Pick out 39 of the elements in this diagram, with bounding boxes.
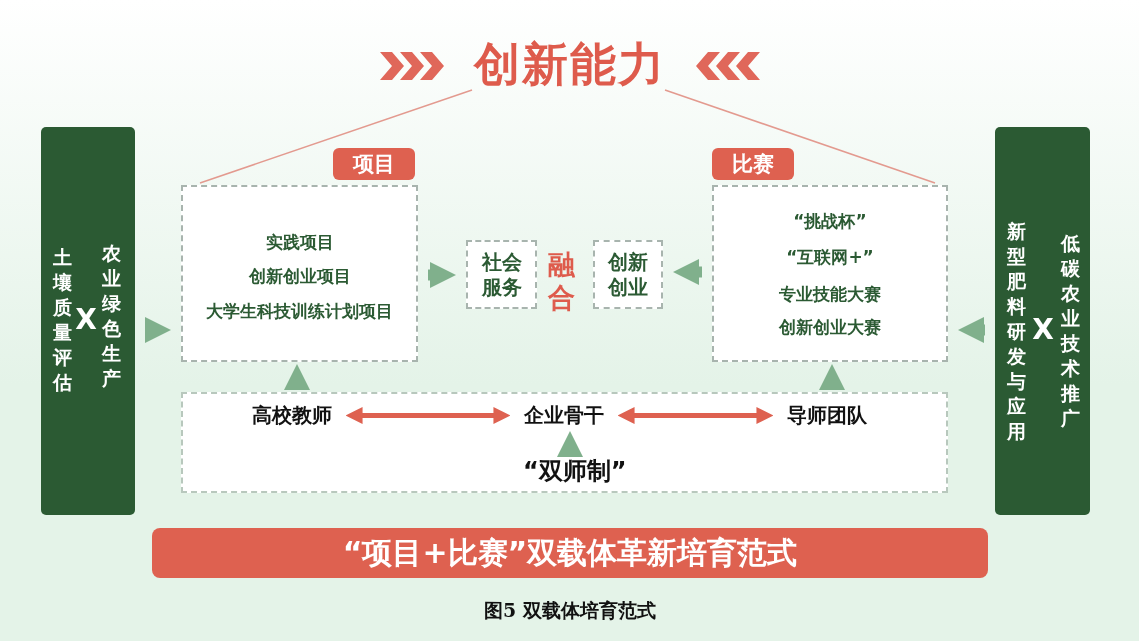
side-panel bbox=[995, 127, 1090, 515]
side-panel bbox=[41, 127, 135, 515]
panel-text: 低碳农业技术推广 bbox=[1060, 231, 1080, 431]
arrow bbox=[819, 364, 845, 390]
arrow bbox=[284, 364, 310, 390]
panel-text: 农业绿色生产 bbox=[101, 241, 121, 391]
list-item: 专业技能大赛 bbox=[778, 283, 882, 306]
caption: 图5 双载体培育范式 bbox=[483, 598, 657, 623]
arrow bbox=[345, 407, 511, 424]
panel-text: 土壤质量评估 bbox=[52, 245, 72, 395]
list-item: “挑战杯” bbox=[792, 210, 868, 233]
arrow bbox=[145, 317, 171, 343]
list-item: 大学生科技训练计划项目 bbox=[205, 300, 394, 323]
title-banner: “项目+比赛”双载体革新培育范式 bbox=[152, 528, 988, 578]
panel-text: 新型肥料研发与应用 bbox=[1006, 219, 1026, 444]
dashed-frame bbox=[181, 392, 948, 493]
panel-text: X bbox=[74, 305, 98, 335]
title: 创新能力 bbox=[472, 36, 667, 92]
arrow bbox=[958, 317, 985, 343]
dashed-box bbox=[181, 185, 418, 362]
text-box: 社会服务 bbox=[466, 240, 537, 309]
arrow bbox=[617, 407, 774, 424]
role-label: 企业骨干 bbox=[524, 402, 604, 429]
role-label: 高校教师 bbox=[252, 402, 332, 429]
role-label: 导师团队 bbox=[787, 402, 867, 429]
heading-badge: 项目 bbox=[333, 148, 415, 180]
list-item: 实践项目 bbox=[264, 231, 335, 254]
arrow bbox=[557, 431, 583, 457]
fusion-label: 融合 bbox=[546, 248, 576, 314]
list-item: 创新创业项目 bbox=[247, 265, 352, 288]
role-label: “双师制” bbox=[523, 455, 627, 487]
list-item: “互联网+” bbox=[785, 246, 875, 269]
list-item: 创新创业大赛 bbox=[778, 316, 882, 339]
dashed-box bbox=[712, 185, 948, 362]
arrow bbox=[673, 259, 702, 285]
text-box: 创新创业 bbox=[593, 240, 663, 309]
heading-badge: 比赛 bbox=[712, 148, 794, 180]
arrow bbox=[428, 262, 456, 288]
panel-text: X bbox=[1031, 315, 1055, 345]
